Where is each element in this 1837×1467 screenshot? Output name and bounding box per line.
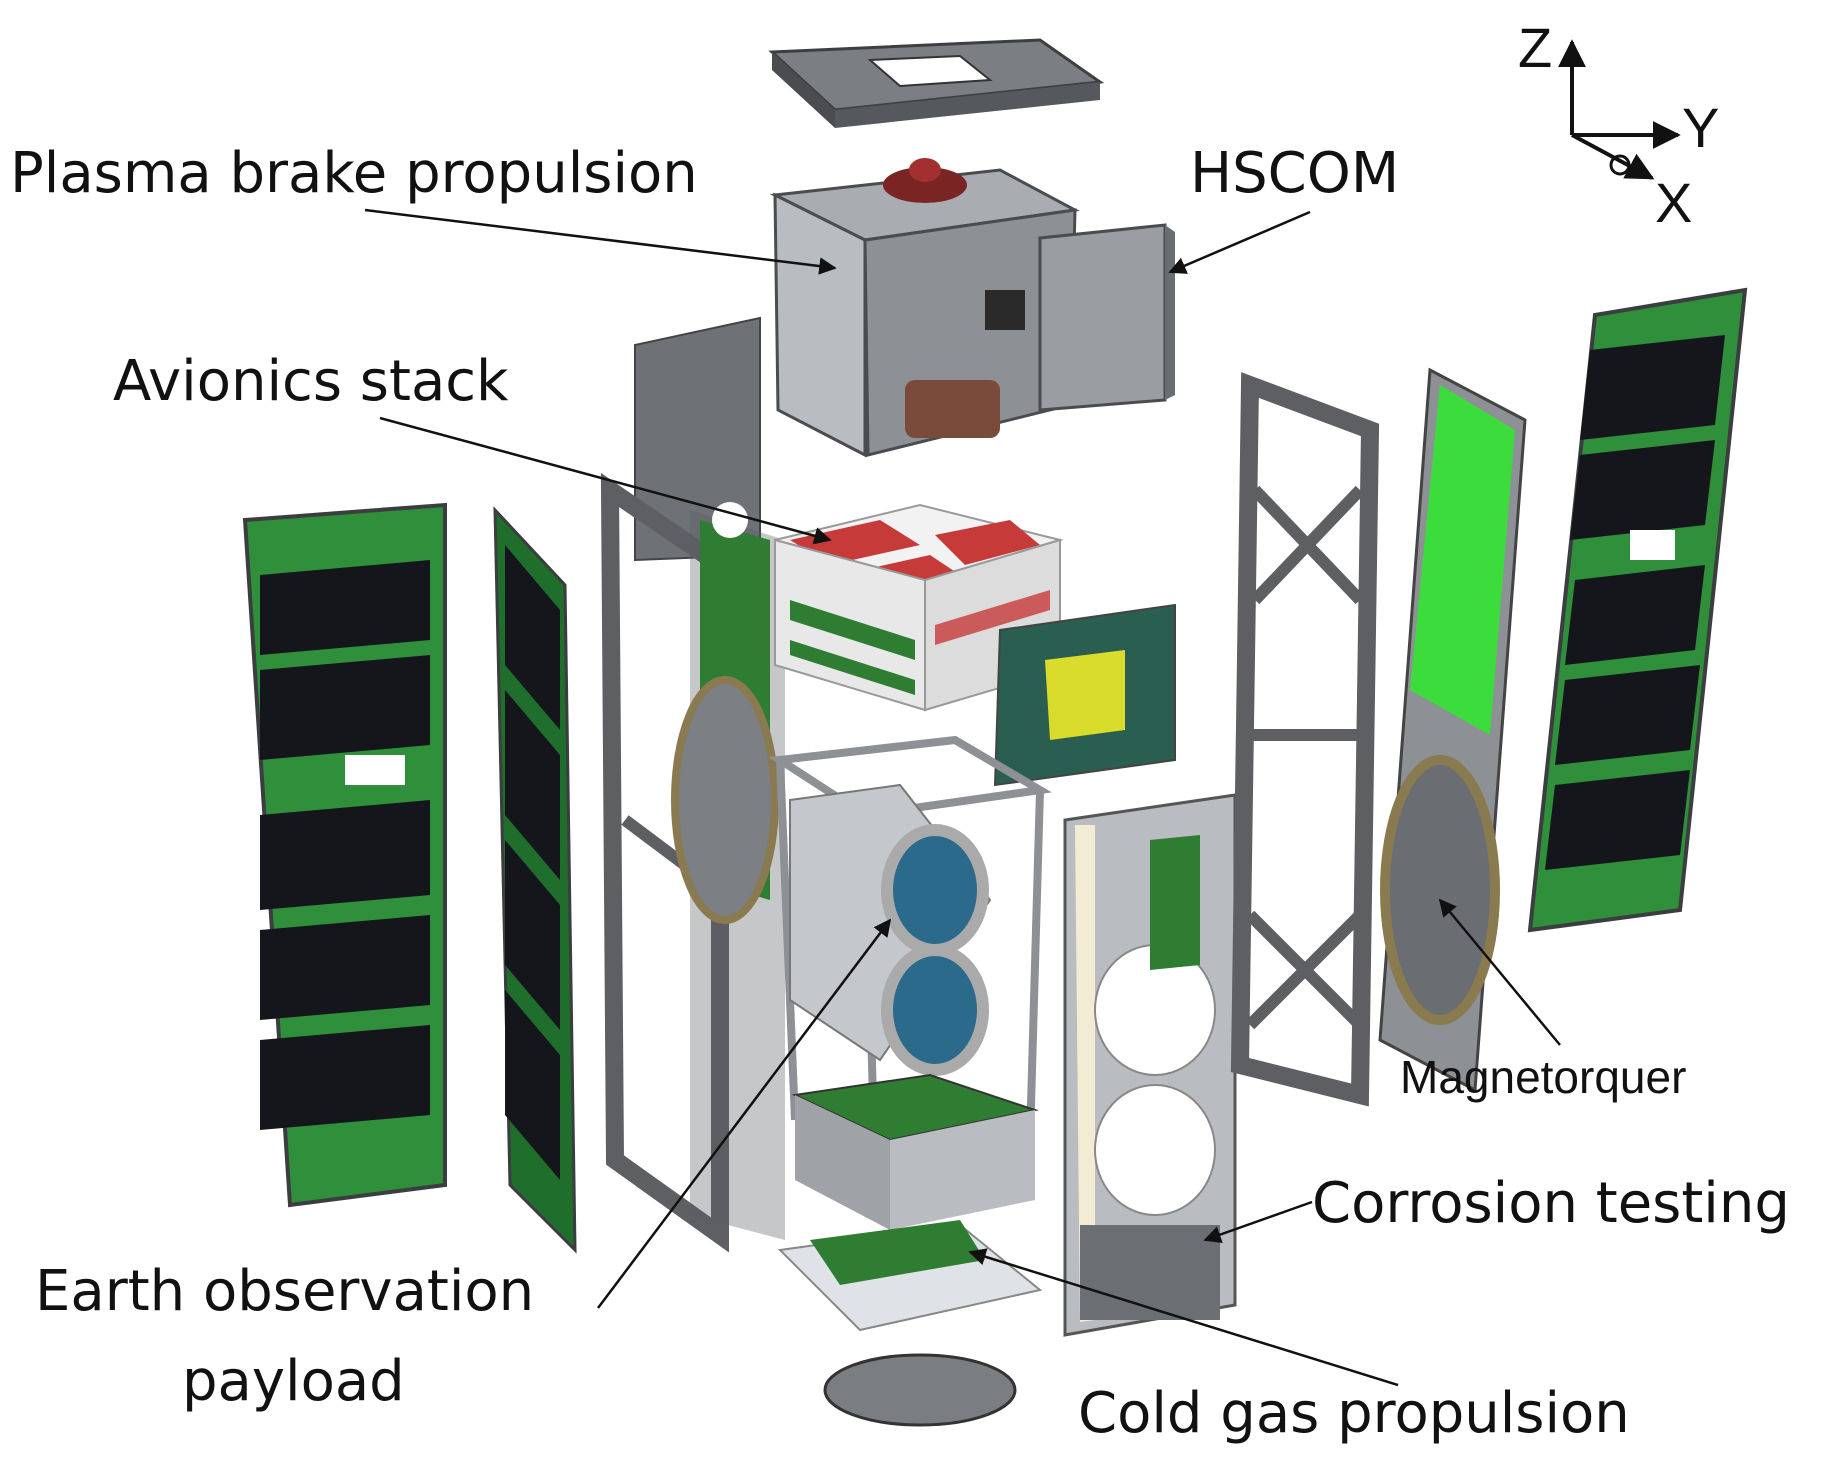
avionics-label: Avionics stack (113, 349, 509, 414)
antenna-board (993, 603, 1176, 787)
hscom-label: HSCOM (1190, 141, 1400, 206)
solar-panel-left-outer (242, 502, 447, 1208)
plasma-brake-label: Plasma brake propulsion (10, 141, 698, 206)
earth-observation-label-line1: Earth observation (35, 1259, 535, 1324)
corrosion-testing-plate (1063, 793, 1237, 1337)
cold-gas-label: Cold gas propulsion (1078, 1381, 1630, 1446)
solar-panel-left-inner (493, 506, 577, 1254)
axis-x-label: X (1655, 171, 1693, 234)
magnetorquer-board (1378, 367, 1527, 1093)
cold-gas-propulsion (777, 1073, 1043, 1427)
coordinate-axes (1558, 39, 1681, 180)
earth-observation-label-line2: payload (182, 1349, 405, 1414)
plasma-brake-module (634, 158, 1175, 562)
frame-rail-left (600, 472, 785, 1253)
axis-y-label: Y (1682, 96, 1720, 159)
frame-rail-right (1230, 372, 1380, 1107)
axis-z-label: Z (1518, 16, 1553, 79)
leader-lines (364, 208, 1561, 1387)
top-plate (768, 38, 1105, 128)
solar-panel-right (1527, 287, 1748, 933)
magnetorquer-label: Magnetorquer (1400, 1051, 1687, 1103)
corrosion-testing-label: Corrosion testing (1312, 1171, 1790, 1236)
